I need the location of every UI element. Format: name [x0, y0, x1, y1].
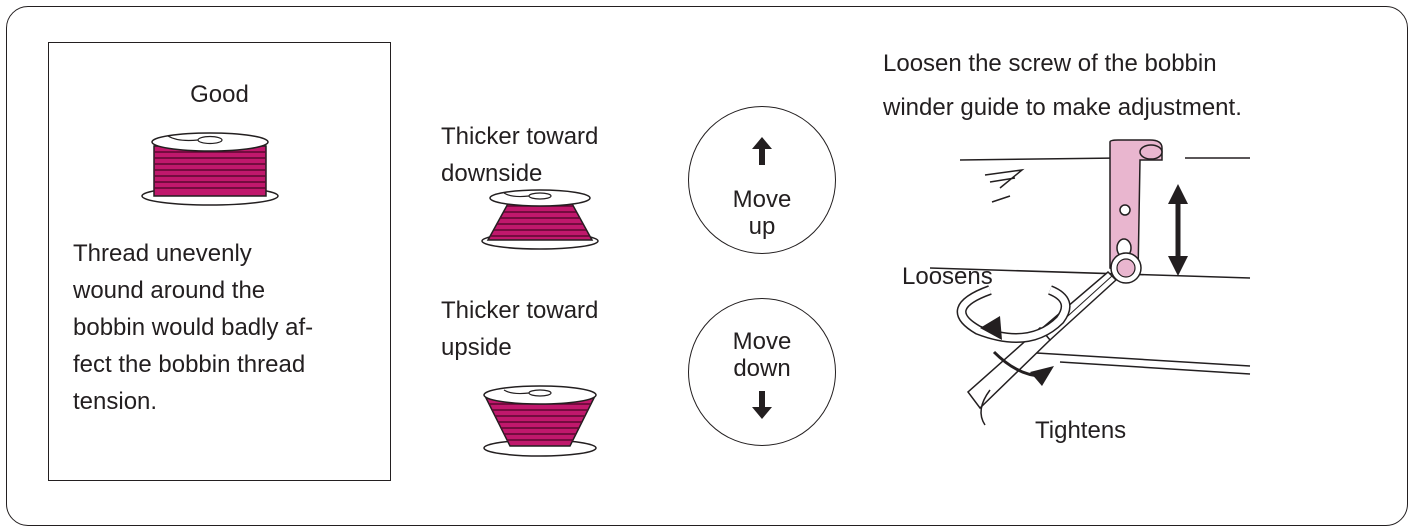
instruction-line-1: Loosen the screw of the bobbin: [883, 50, 1217, 77]
good-desc-line-1: Thread unevenly: [73, 240, 252, 267]
bobbin-winder-guide-illustration: [929, 139, 1251, 426]
move-up-line-2: up: [748, 213, 776, 240]
good-desc-line-2: wound around the: [73, 277, 266, 304]
arrow-down-icon: [752, 391, 772, 419]
move-down-line-1: Move: [732, 328, 792, 355]
arrow-up-icon: [752, 137, 772, 165]
bobbin-even-icon: [141, 132, 279, 206]
good-desc-line-4: fect the bobbin thread: [73, 351, 306, 378]
good-desc-line-5: tension.: [73, 388, 158, 415]
move-up-line-1: Move: [732, 186, 792, 213]
good-title: Good: [190, 81, 249, 108]
case-1-label-line-2: downside: [441, 160, 543, 187]
tightens-label: Tightens: [1035, 417, 1127, 444]
move-down-line-2: down: [733, 355, 791, 382]
case-2-label-line-1: Thicker toward: [441, 297, 599, 324]
move-down-indicator: Move down: [688, 298, 836, 446]
instruction-line-2: winder guide to make adjustment.: [883, 94, 1242, 121]
bobbin-thick-top-icon: [483, 385, 597, 457]
bobbin-thick-bottom-icon: [481, 189, 599, 250]
good-example-panel: [48, 42, 391, 481]
move-up-indicator: Move up: [688, 106, 836, 254]
case-1-label-line-1: Thicker toward: [441, 123, 599, 150]
good-desc-line-3: bobbin would badly af-: [73, 314, 314, 341]
case-2-label-line-2: upside: [441, 334, 512, 361]
loosens-label: Loosens: [902, 263, 993, 290]
